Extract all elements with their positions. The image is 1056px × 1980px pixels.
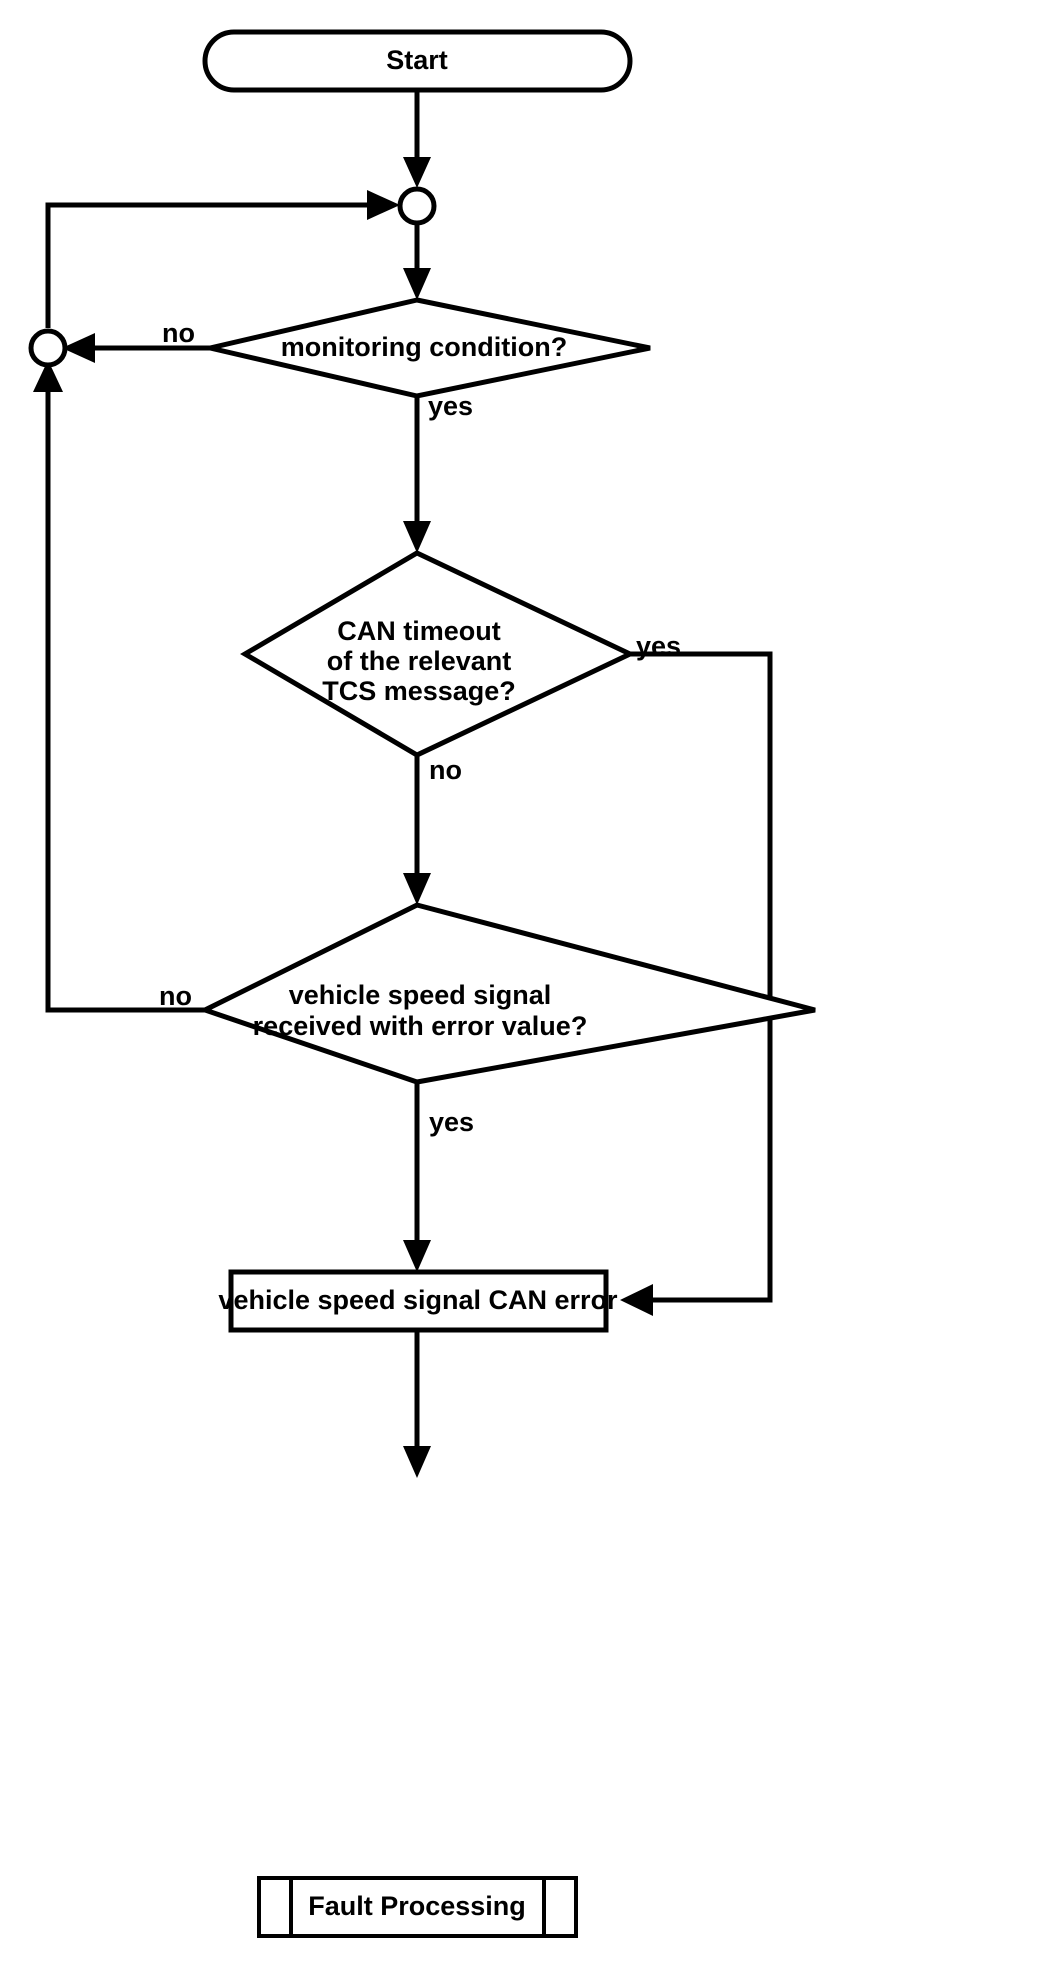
node-can-error-box-label: vehicle speed signal CAN error — [218, 1285, 618, 1315]
node-can-timeout-line1: CAN timeout — [337, 616, 501, 646]
edge-vehicle-speed-yes — [403, 1082, 431, 1272]
edge-label-can-timeout-no: no — [429, 755, 462, 785]
edge-monitoring-yes — [403, 382, 431, 553]
edge-label-can-timeout-yes: yes — [636, 631, 681, 661]
node-vehicle-speed-error[interactable]: vehicle speed signal received with error… — [198, 902, 816, 1085]
edge-label-vehicle-speed-yes: yes — [429, 1107, 474, 1137]
node-monitoring-condition-label: monitoring condition? — [281, 332, 567, 362]
edge-label-monitoring-yes: yes — [428, 391, 473, 421]
edge-label-monitoring-no: no — [162, 318, 195, 348]
node-loop-junction[interactable] — [397, 186, 437, 226]
node-fault-processing-label: Fault Processing — [308, 1891, 526, 1921]
node-left-junction[interactable] — [28, 328, 68, 368]
node-start[interactable]: Start — [202, 29, 633, 93]
edge-can-error-to-fault — [403, 1330, 431, 1478]
edge-left-junction-to-loop — [45, 190, 400, 328]
node-monitoring-condition[interactable]: monitoring condition? — [209, 297, 651, 399]
edge-monitoring-no — [62, 333, 210, 363]
edge-junction-to-monitoring — [403, 224, 431, 300]
node-fault-processing[interactable]: Fault Processing — [257, 1876, 578, 1938]
edge-can-timeout-no — [403, 755, 431, 905]
node-vehicle-speed-error-line1: vehicle speed signal — [289, 980, 552, 1010]
node-can-timeout-line2: of the relevant — [327, 646, 512, 676]
node-start-label: Start — [386, 45, 448, 75]
node-vehicle-speed-error-line2: received with error value? — [253, 1011, 588, 1041]
edge-label-vehicle-speed-no: no — [159, 981, 192, 1011]
edge-can-timeout-yes — [620, 651, 773, 1316]
edge-vehicle-speed-no — [33, 360, 205, 1013]
edge-start-to-junction — [403, 90, 431, 188]
node-can-timeout-line3: TCS message? — [322, 676, 516, 706]
node-can-timeout[interactable]: CAN timeout of the relevant TCS message? — [240, 550, 636, 758]
node-can-error-box[interactable]: vehicle speed signal CAN error — [218, 1269, 618, 1333]
